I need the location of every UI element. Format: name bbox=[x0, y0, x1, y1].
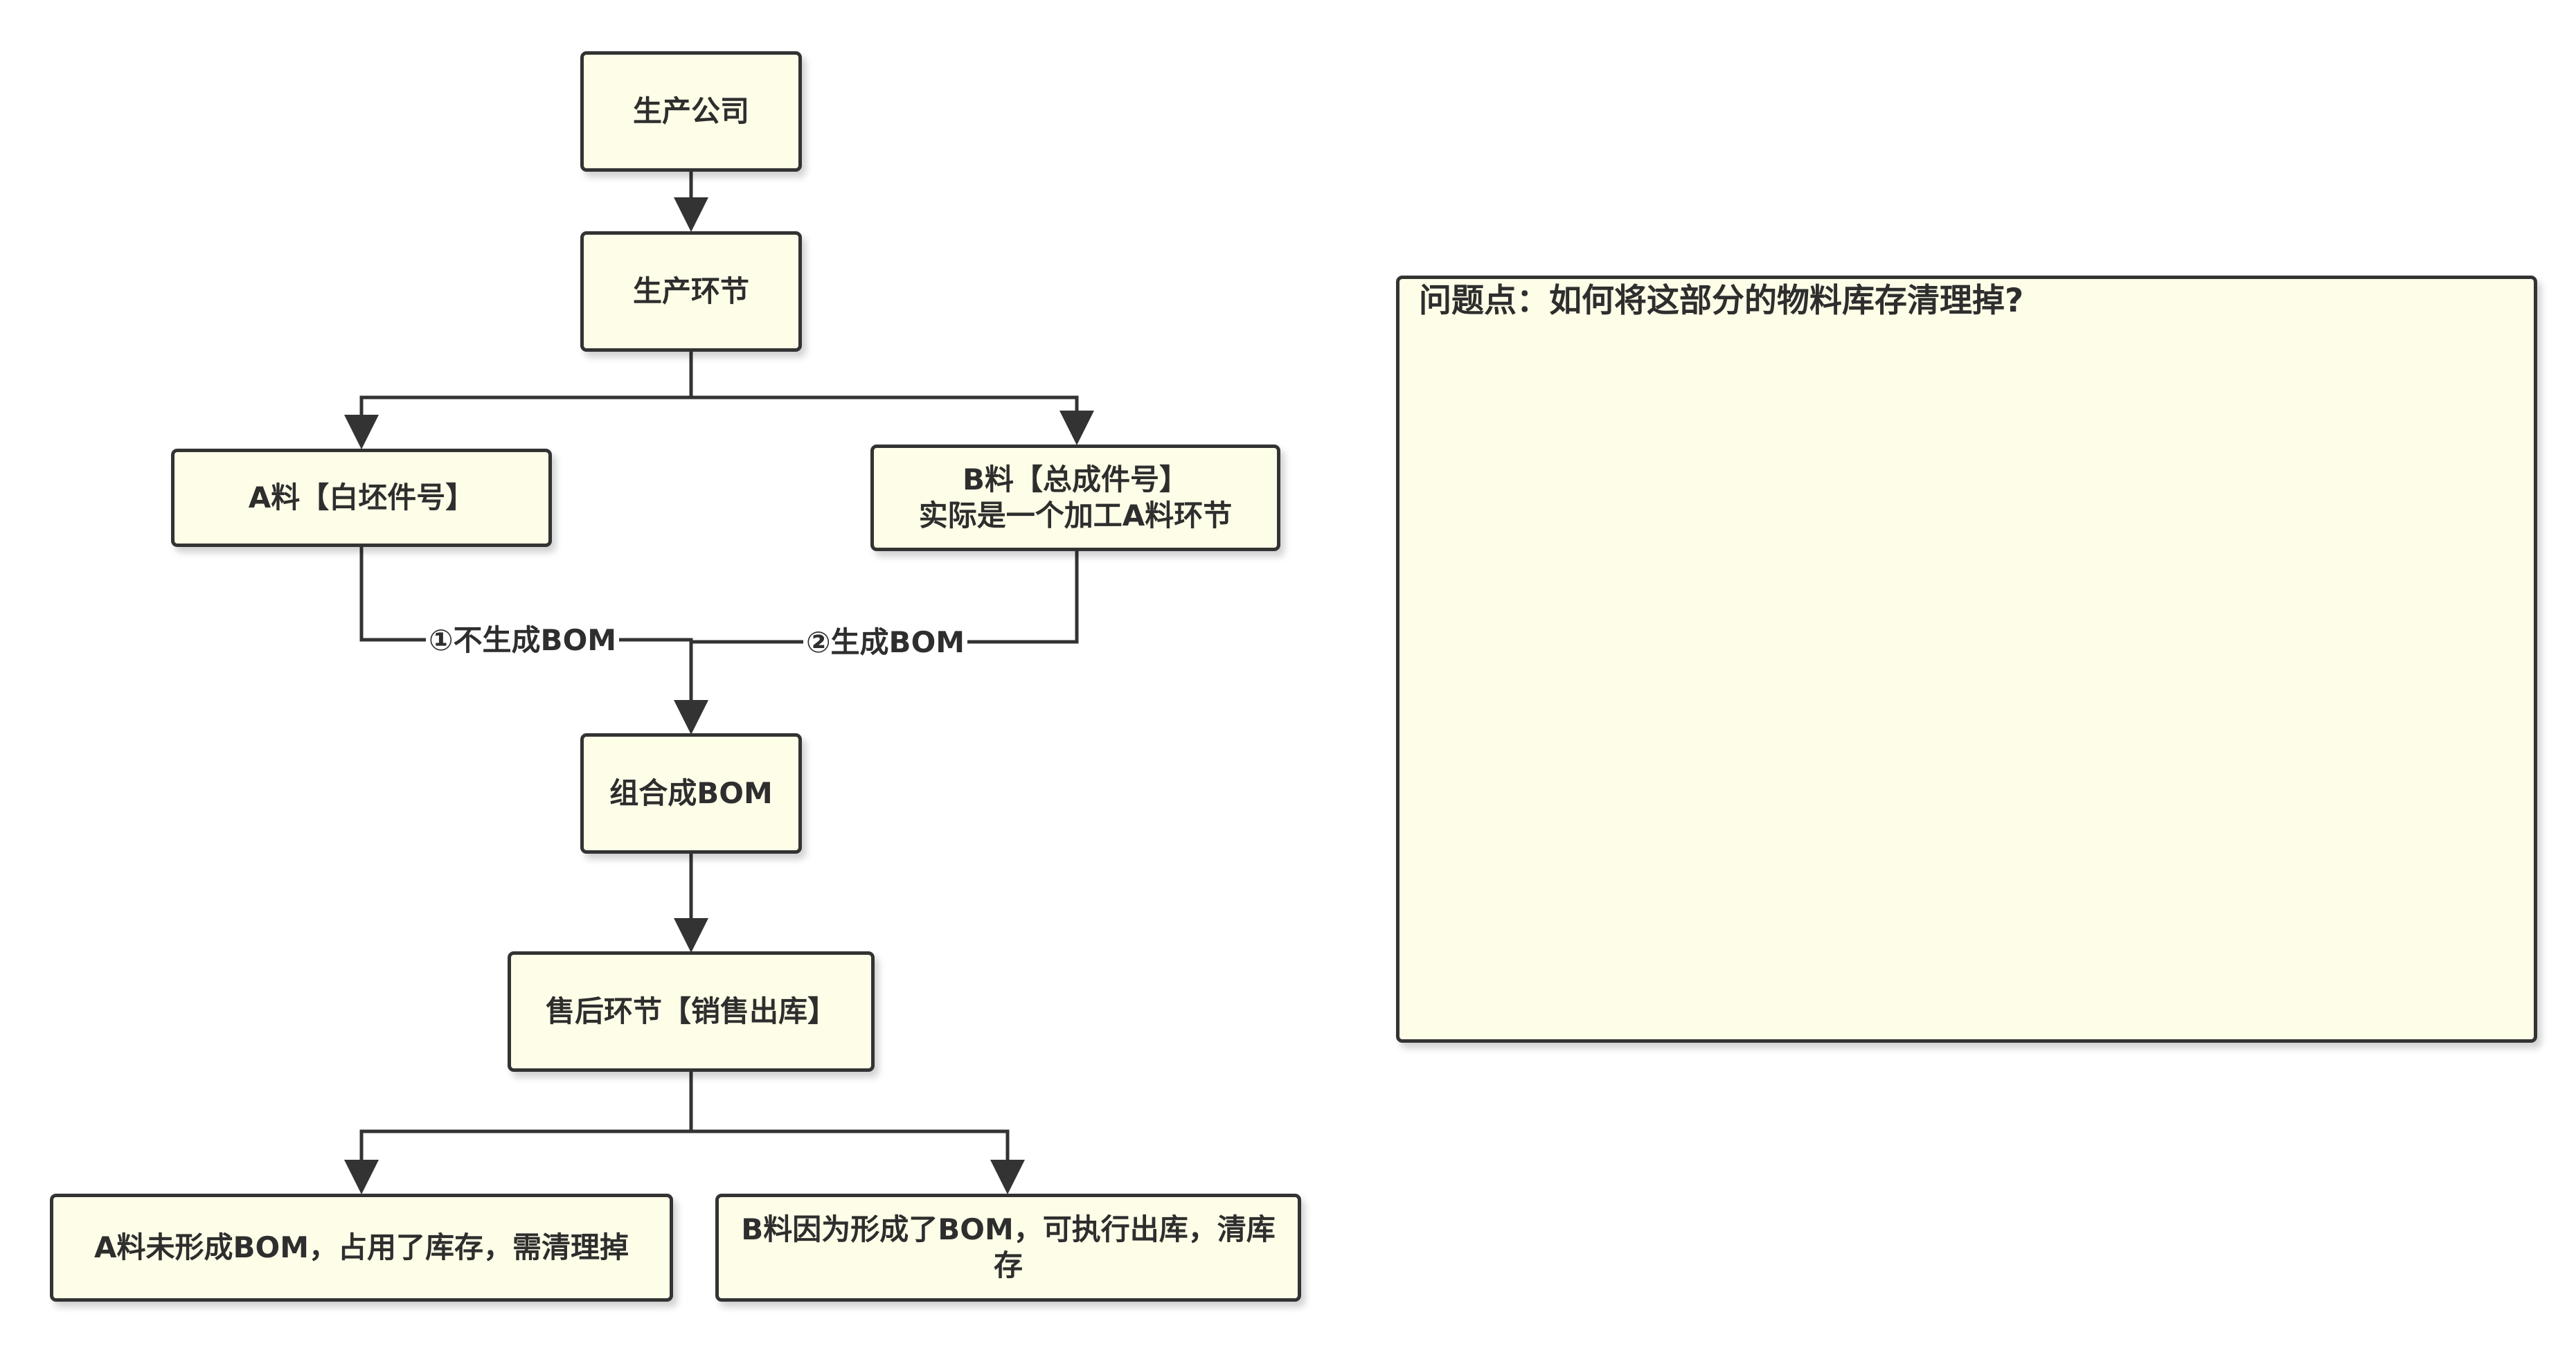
node-label: B料因为形成了BOM，可执行出库，清库存 bbox=[741, 1212, 1276, 1282]
node-combine-bom[interactable]: 组合成BOM bbox=[580, 733, 802, 854]
edge-production-split bbox=[344, 352, 693, 449]
node-after-sales[interactable]: 售后环节【销售出库】 bbox=[508, 951, 875, 1072]
node-label: 生产环节 bbox=[632, 274, 749, 308]
edge-aftersales-split bbox=[344, 1072, 693, 1194]
note-question-text: 问题点：如何将这部分的物料库存清理掉? bbox=[1419, 282, 2024, 320]
node-label: 售后环节【销售出库】 bbox=[545, 994, 837, 1028]
node-material-a[interactable]: A料【白坯件号】 bbox=[171, 449, 552, 547]
node-material-b[interactable]: B料【总成件号】 实际是一个加工A料环节 bbox=[870, 445, 1280, 551]
node-label: 组合成BOM bbox=[609, 776, 773, 810]
node-label: 生产公司 bbox=[632, 94, 749, 128]
node-production-company[interactable]: 生产公司 bbox=[580, 51, 802, 172]
node-production-stage[interactable]: 生产环节 bbox=[580, 231, 802, 352]
node-result-b[interactable]: B料因为形成了BOM，可执行出库，清库存 bbox=[715, 1194, 1301, 1302]
node-label: A料未形成BOM，占用了库存，需清理掉 bbox=[93, 1230, 629, 1264]
node-label-line2: 实际是一个加工A料环节 bbox=[918, 499, 1233, 532]
node-label-line1: B料【总成件号】 bbox=[962, 463, 1188, 496]
note-box[interactable]: 问题点：如何将这部分的物料库存清理掉? bbox=[1396, 276, 2537, 1043]
node-label: A料【白坯件号】 bbox=[248, 481, 475, 514]
edge-aftersales-to-b-result bbox=[691, 1129, 1025, 1194]
node-result-a[interactable]: A料未形成BOM，占用了库存，需清理掉 bbox=[50, 1194, 673, 1302]
edge-production-to-b bbox=[691, 395, 1094, 445]
edge-label-no-bom: ①不生成BOM bbox=[426, 623, 620, 658]
edge-label-gen-bom: ②生成BOM bbox=[803, 625, 968, 660]
